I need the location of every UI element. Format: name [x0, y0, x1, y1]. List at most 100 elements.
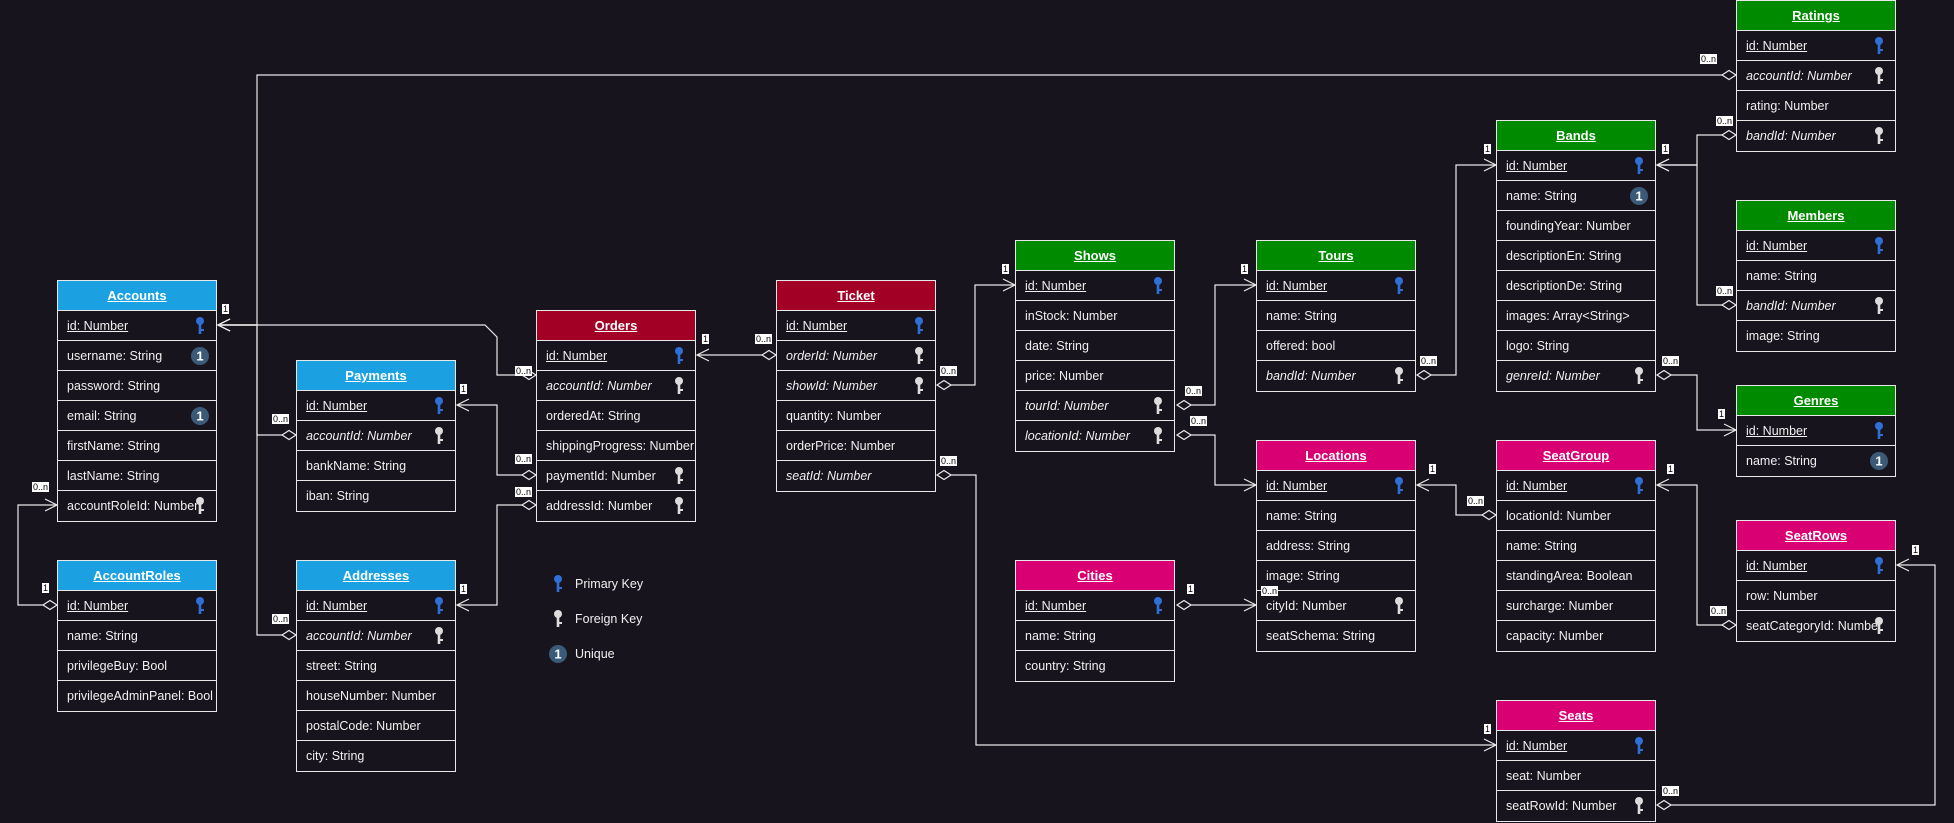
- edge-line: [1657, 164, 1736, 306]
- entity-field: accountId: Number: [297, 421, 455, 451]
- entity-field: inStock: Number: [1016, 301, 1174, 331]
- multiplicity-many: 0..n: [1185, 386, 1203, 396]
- field-label: tourId: Number: [1025, 399, 1109, 413]
- entity-field: rating: Number: [1737, 91, 1895, 121]
- foreign-key-icon: [554, 610, 562, 627]
- entity-field: name: String: [1016, 621, 1174, 651]
- field-label: offered: bool: [1266, 339, 1336, 353]
- field-label: bandId: Number: [1746, 129, 1836, 143]
- entity-title: AccountRoles: [58, 561, 216, 591]
- multiplicity-many: 0..n: [755, 334, 773, 344]
- foreign-key-icon: [675, 497, 683, 514]
- one-arrow: [455, 398, 470, 412]
- primary-key-icon: [1635, 737, 1643, 754]
- field-label: postalCode: Number: [306, 719, 421, 733]
- primary-key-icon: [1875, 557, 1883, 574]
- relationship-edge: [1175, 429, 1258, 492]
- entity-field: id: Number: [297, 591, 455, 621]
- multiplicity-one: 1: [222, 304, 230, 314]
- entity-field: id: Number: [777, 311, 935, 341]
- entity-title: Seats: [1497, 701, 1655, 731]
- foreign-key-icon: [915, 377, 923, 394]
- field-label: logo: String: [1506, 339, 1570, 353]
- foreign-key-icon: [1395, 367, 1403, 384]
- field-label: username: String: [67, 349, 163, 363]
- entity-field: price: Number: [1016, 361, 1174, 391]
- foreign-key-icon: [1154, 397, 1162, 414]
- primary-key-icon: [675, 347, 683, 364]
- foreign-key-icon: [435, 427, 443, 444]
- primary-key-icon: [915, 317, 923, 334]
- field-label: id: Number: [1746, 424, 1808, 438]
- multiplicity-many: 0..n: [1420, 356, 1438, 366]
- many-diamond: [1655, 799, 1673, 811]
- field-label: cityId: Number: [1266, 599, 1347, 613]
- field-label: image: String: [1746, 329, 1820, 343]
- entity-field: seatCategoryId: Number: [1737, 611, 1895, 641]
- entity-field: houseNumber: Number: [297, 681, 455, 711]
- foreign-key-icon: [435, 627, 443, 644]
- entity-field: id: Number: [1737, 31, 1895, 61]
- many-diamond: [1175, 599, 1193, 611]
- relationship-edge: [1415, 158, 1498, 381]
- entity-title: Ticket: [777, 281, 935, 311]
- field-label: accountId: Number: [546, 379, 652, 393]
- entity-field: seatSchema: String: [1257, 621, 1415, 651]
- field-label: privilegeBuy: Bool: [67, 659, 168, 673]
- many-diamond: [1175, 399, 1193, 411]
- unique-icon: 1: [549, 645, 567, 663]
- field-label: genreId: Number: [1506, 369, 1600, 383]
- entity-field: city: String: [297, 741, 455, 771]
- multiplicity-many: 0..n: [1716, 286, 1734, 296]
- entity-field: addressId: Number: [537, 491, 695, 521]
- edge-line: [1177, 434, 1256, 486]
- entity-field: orderedAt: String: [537, 401, 695, 431]
- one-arrow: [1895, 558, 1910, 572]
- multiplicity-one: 1: [1484, 144, 1492, 154]
- one-arrow: [216, 318, 231, 332]
- entity-field: row: Number: [1737, 581, 1895, 611]
- relationship-edge: [695, 348, 778, 362]
- foreign-key-icon: [196, 497, 204, 514]
- entity-field: id: Number: [1257, 471, 1415, 501]
- field-label: orderId: Number: [786, 349, 878, 363]
- entity-title: Members: [1737, 201, 1895, 231]
- entity-field: offered: bool: [1257, 331, 1415, 361]
- field-label: city: String: [306, 749, 365, 763]
- one-arrow: [216, 318, 231, 332]
- entity-title: Bands: [1497, 121, 1655, 151]
- entity-title: Payments: [297, 361, 455, 391]
- field-label: bandId: Number: [1746, 299, 1836, 313]
- primary-key-icon: [1395, 277, 1403, 294]
- foreign-key-icon: [915, 347, 923, 364]
- multiplicity-one: 1: [1484, 724, 1492, 734]
- one-arrow: [216, 318, 231, 332]
- multiplicity-one: 1: [1187, 584, 1195, 594]
- entity-field: id: Number: [1737, 416, 1895, 446]
- many-diamond: [935, 469, 953, 481]
- entity-field: shippingProgress: Number: [537, 431, 695, 461]
- foreign-key-icon: [675, 467, 683, 484]
- field-label: id: Number: [306, 599, 368, 613]
- field-label: seatCategoryId: Number: [1746, 619, 1883, 633]
- edge-line: [1657, 484, 1736, 626]
